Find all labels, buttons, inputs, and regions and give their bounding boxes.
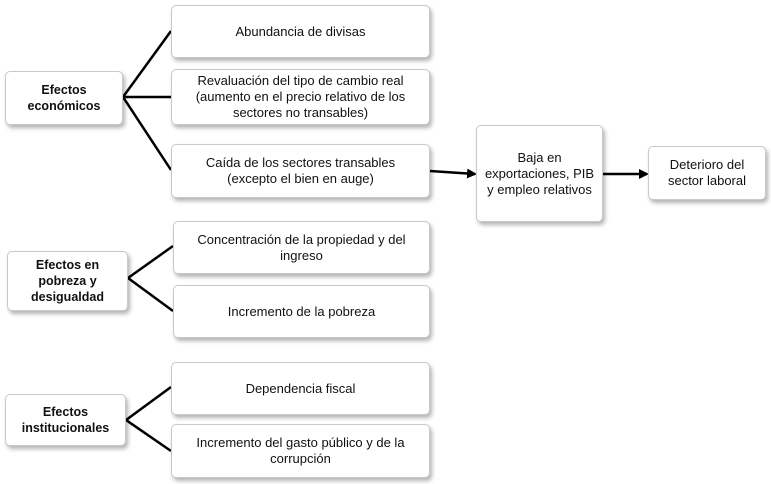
effect-gasto-corrupcion: Incremento del gasto público y de la cor… — [171, 424, 430, 478]
arrow-caida-to-baja — [429, 168, 477, 179]
connector-institucionales-dependencia — [125, 385, 172, 422]
effect-revaluacion: Revaluación del tipo de cambio real (aum… — [171, 69, 430, 125]
effect-dependencia-fiscal: Dependencia fiscal — [171, 362, 430, 415]
category-efectos-pobreza: Efectos en pobreza y desigualdad — [7, 251, 128, 311]
category-efectos-economicos: Efectos económicos — [5, 71, 123, 125]
category-efectos-institucionales-label: Efectos institucionales — [21, 405, 110, 435]
connector-economicos-divisas — [121, 30, 173, 98]
effect-concentracion-label: Concentración de la propiedad y del ingr… — [197, 231, 406, 263]
effect-revaluacion-label: Revaluación del tipo de cambio real (aum… — [195, 73, 406, 120]
connector-pobreza-concentracion — [127, 244, 174, 280]
category-efectos-institucionales: Efectos institucionales — [5, 394, 126, 446]
connector-pobreza-incremento — [127, 276, 174, 313]
effect-deterioro-laboral: Deterioro del sector laboral — [648, 146, 766, 200]
effect-gasto-corrupcion-label: Incremento del gasto público y de la cor… — [196, 435, 405, 466]
effect-incremento-pobreza: Incremento de la pobreza — [173, 285, 430, 338]
effect-abundancia-divisas: Abundancia de divisas — [171, 5, 430, 58]
category-efectos-pobreza-label: Efectos en pobreza y desigualdad — [31, 258, 104, 304]
effect-dependencia-fiscal-label: Dependencia fiscal — [245, 380, 356, 396]
effect-baja-exportaciones-label: Baja en exportaciones, PIB y empleo rela… — [484, 149, 595, 197]
effect-baja-exportaciones: Baja en exportaciones, PIB y empleo rela… — [476, 125, 603, 222]
effect-incremento-pobreza-label: Incremento de la pobreza — [227, 303, 376, 319]
connector-economicos-caida — [121, 96, 173, 171]
effect-concentracion: Concentración de la propiedad y del ingr… — [173, 221, 430, 274]
effect-abundancia-divisas-label: Abundancia de divisas — [235, 23, 366, 39]
effect-caida-transables-label: Caída de los sectores transables (except… — [205, 155, 396, 186]
effect-deterioro-laboral-label: Deterioro del sector laboral — [667, 157, 747, 188]
category-efectos-economicos-label: Efectos económicos — [27, 83, 101, 113]
connector-institucionales-gasto — [125, 418, 172, 453]
effect-caida-transables: Caída de los sectores transables (except… — [171, 144, 430, 198]
